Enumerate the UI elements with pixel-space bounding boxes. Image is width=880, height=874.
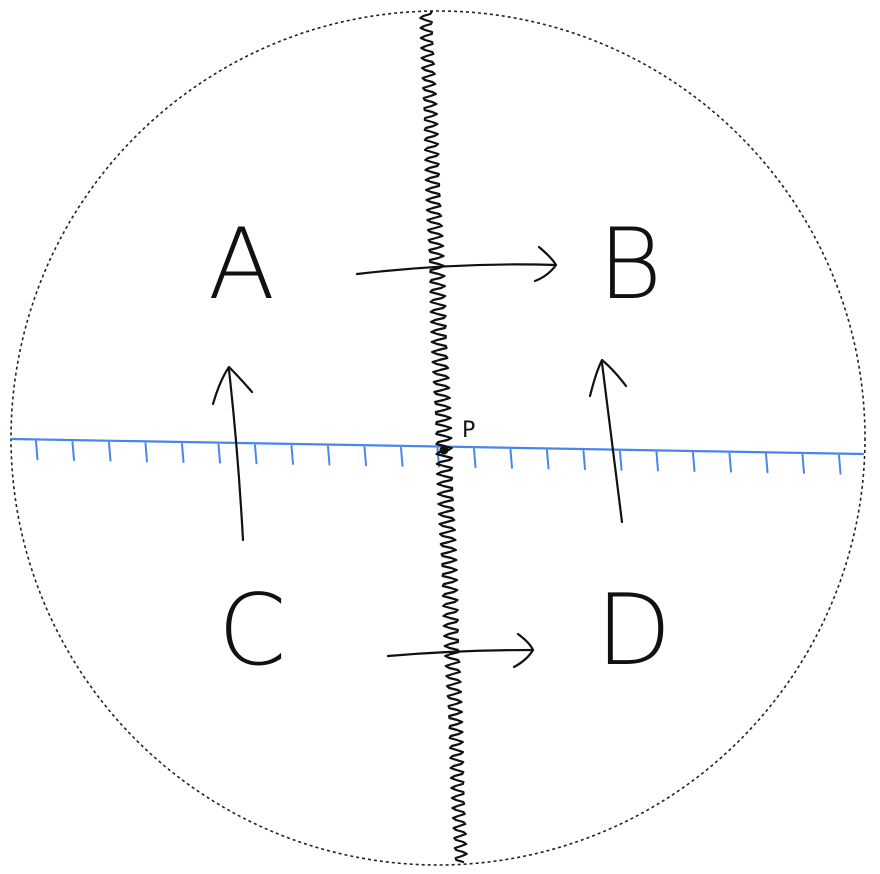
hatch-mark (35, 440, 39, 461)
boundary-circle (10, 10, 866, 866)
hatch-mark (144, 442, 148, 463)
arrow-c-to-d (386, 632, 535, 669)
hatch-mark (181, 443, 185, 463)
hatch-mark (728, 452, 732, 473)
hatch-mark (582, 450, 586, 471)
arrow-c-to-a-head (211, 365, 254, 406)
label-d: D (596, 574, 671, 688)
arrow-d-to-b-head (588, 358, 628, 398)
arrow-c-to-d-shaft (386, 648, 535, 658)
arrow-a-to-b-shaft (355, 263, 558, 276)
label-a: A (208, 208, 275, 322)
horizontal-hatched-line (10, 437, 865, 475)
hatch-mark (619, 450, 623, 471)
arrow-d-to-b-shaft (600, 361, 624, 524)
hatch-mark (254, 444, 258, 465)
arrow-a-to-b-head (533, 245, 558, 283)
horizontal-line (10, 437, 865, 456)
arrow-c-to-a-shaft (227, 368, 245, 542)
hatch-mark (473, 448, 477, 469)
hatch-marks (35, 440, 842, 475)
hatch-mark (838, 454, 842, 475)
hatch-mark (363, 446, 367, 467)
arrow-c-to-a (211, 365, 254, 542)
hatch-mark (217, 443, 221, 464)
hatch-mark (655, 451, 659, 472)
arrow-d-to-b (588, 358, 628, 524)
arrow-a-to-b (355, 245, 558, 283)
point-p-label: P (462, 418, 475, 443)
hatch-mark (327, 445, 331, 466)
hatch-mark (692, 452, 696, 472)
hatch-mark (108, 441, 112, 462)
hatch-mark (71, 441, 75, 462)
hatch-mark (765, 453, 769, 474)
point-p-dot (439, 445, 449, 455)
label-b: B (598, 208, 662, 322)
vertical-wavy-line (419, 10, 468, 864)
label-c: C (218, 574, 286, 688)
hatch-mark (509, 448, 513, 469)
hatch-mark (801, 453, 805, 474)
hatch-mark (400, 446, 404, 467)
arrow-c-to-d-head (512, 632, 535, 669)
hatch-mark (546, 449, 550, 470)
hatch-mark (290, 444, 294, 465)
